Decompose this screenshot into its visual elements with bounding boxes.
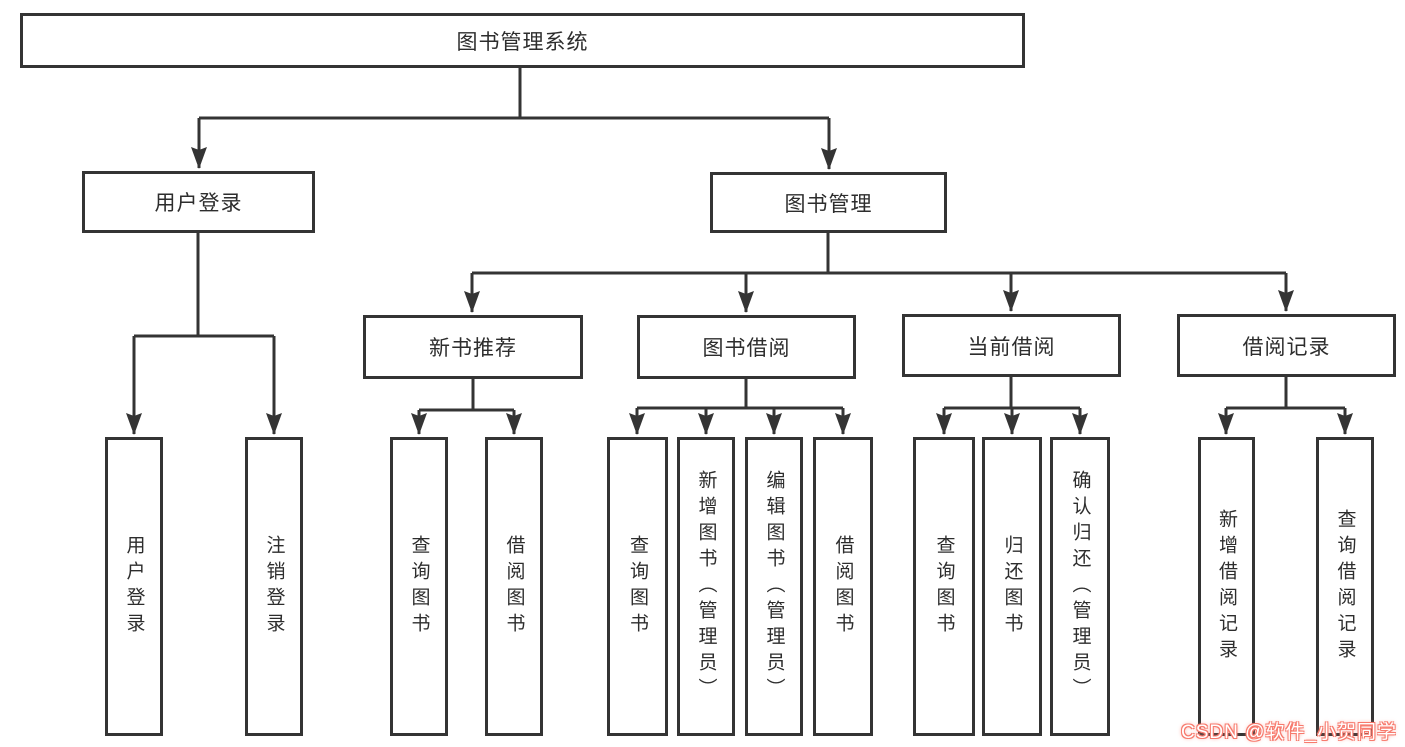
connector-book-borrow (629, 379, 851, 435)
connector-borrow-records (1218, 377, 1353, 435)
node-current-borrow: 当前借阅 (902, 314, 1121, 377)
leaf-borrow-books: 借阅图书 (813, 437, 873, 736)
leaf-add-books-admin: 新增图书（管理员） (677, 437, 735, 736)
leaf-user-login: 用户登录 (105, 437, 163, 736)
csdn-watermark: CSDN @软件_小贺同学 (1181, 722, 1397, 743)
node-new-book-recommend: 新书推荐 (363, 315, 583, 379)
leaf-return-books: 归还图书 (982, 437, 1042, 736)
connector-root (191, 68, 837, 170)
leaf-query-books-current: 查询图书 (913, 437, 975, 736)
leaf-add-borrow-record: 新增借阅记录 (1198, 437, 1255, 736)
node-book-management: 图书管理 (710, 172, 947, 233)
leaf-query-books-recommend: 查询图书 (390, 437, 448, 736)
connector-user-login (126, 233, 282, 435)
connector-current-borrow (936, 377, 1088, 435)
leaf-borrow-books-recommend: 借阅图书 (485, 437, 543, 736)
connector-book-management (464, 233, 1294, 313)
node-book-borrow: 图书借阅 (637, 315, 856, 379)
leaf-confirm-return-admin: 确认归还（管理员） (1050, 437, 1110, 736)
node-user-login: 用户登录 (82, 171, 315, 233)
leaf-logout-login: 注销登录 (245, 437, 303, 736)
leaf-query-borrow-record: 查询借阅记录 (1316, 437, 1374, 736)
node-library-system: 图书管理系统 (20, 13, 1025, 68)
leaf-query-books-borrow: 查询图书 (607, 437, 668, 736)
node-borrow-records: 借阅记录 (1177, 314, 1396, 377)
leaf-edit-books-admin: 编辑图书（管理员） (745, 437, 803, 736)
connector-new-book-recommend (411, 379, 522, 435)
